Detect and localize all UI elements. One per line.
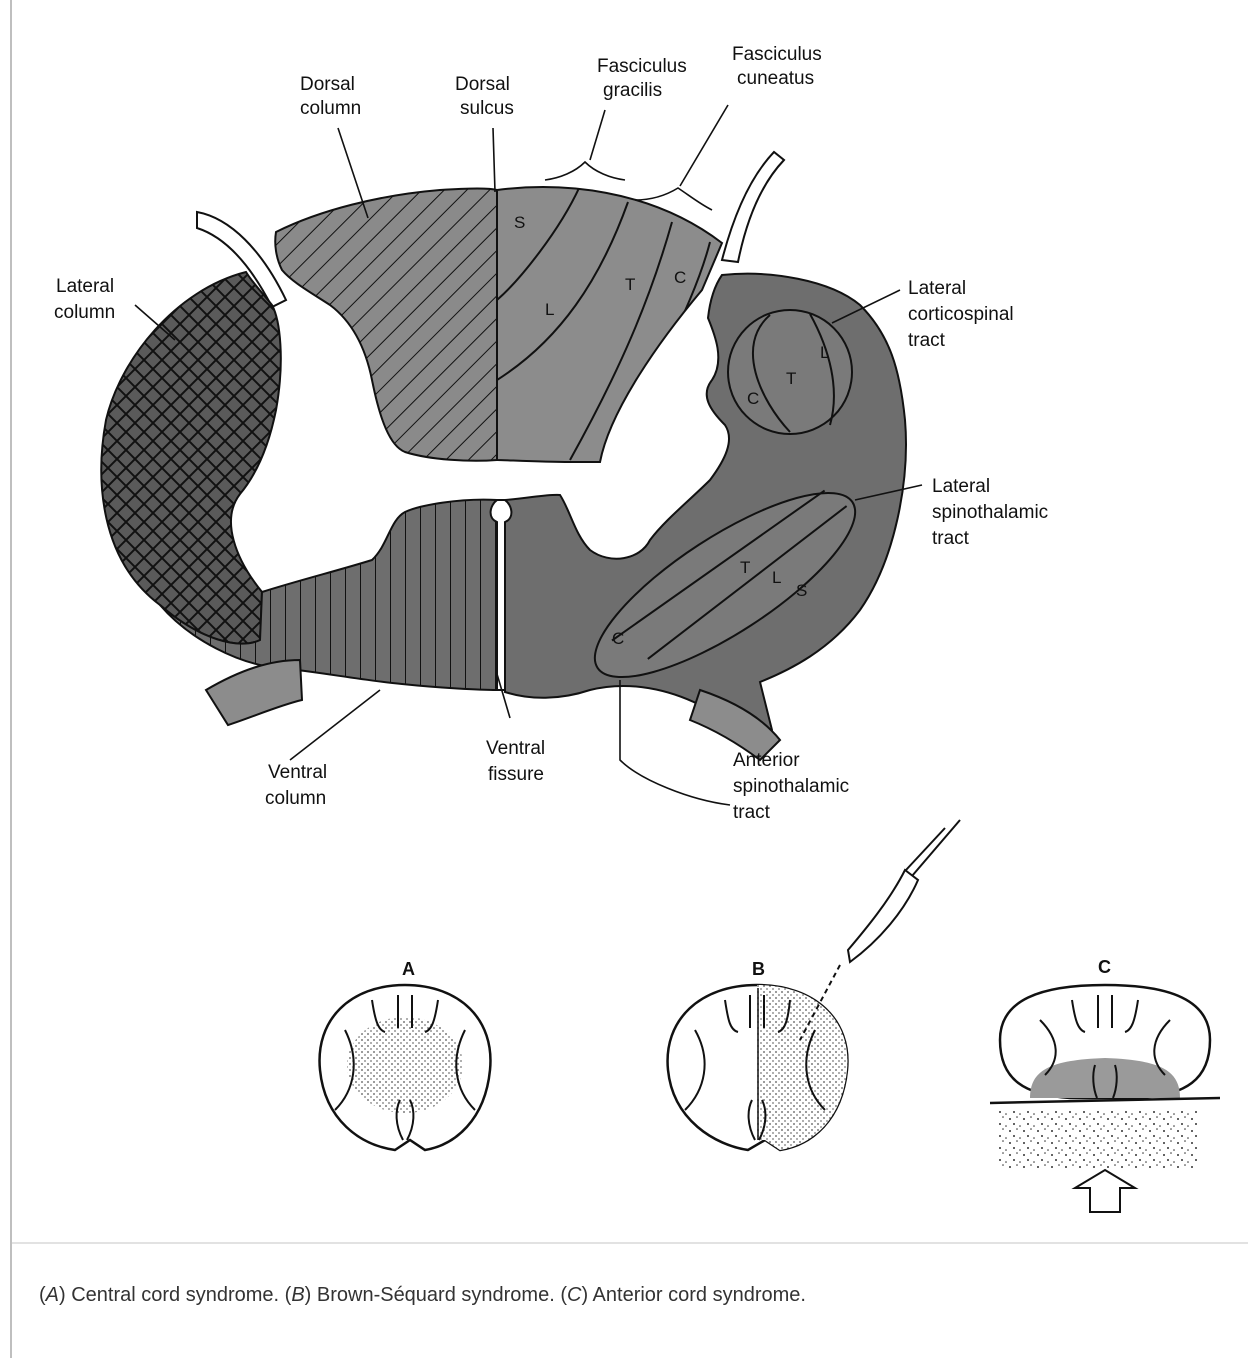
dorsal-segment-c: C — [674, 268, 686, 287]
dorsal-sulcus-label-line1: Dorsal — [455, 74, 510, 95]
spinothalamic-segment-t: T — [740, 558, 750, 577]
panel-b-letter: B — [752, 959, 765, 979]
fasciculus-cuneatus-label-line1: Fasciculus — [732, 44, 822, 65]
right-dorsal-root — [722, 152, 784, 262]
dorsal-sulcus-label: Dorsal sulcus — [455, 74, 514, 119]
dorsal-segment-l: L — [545, 300, 554, 319]
spinothalamic-segment-l: L — [772, 568, 781, 587]
ventral-column-label: Ventral column — [265, 762, 327, 809]
figure-area: Dorsal column Dorsal sulcus Fasciculus g… — [12, 0, 1248, 1240]
figure-caption: (A) Central cord syndrome. (B) Brown-Séq… — [39, 1284, 806, 1307]
lateral-column-label: Lateral column — [54, 276, 115, 323]
lateral-column-label-line1: Lateral — [56, 276, 114, 297]
caption-letter-a: A — [46, 1284, 59, 1306]
caption-text-a: ) Central cord syndrome. ( — [59, 1284, 291, 1306]
ventral-fissure-label-line1: Ventral — [486, 738, 545, 759]
lateral-spinothalamic-tract-label: Lateral spinothalamic tract — [932, 476, 1048, 549]
caption-separator — [12, 1242, 1248, 1244]
anterior-spinothalamic-tract-label: Anterior spinothalamic tract — [733, 750, 849, 823]
corticospinal-segment-l: L — [820, 343, 829, 362]
fasciculus-gracilis-label-line1: Fasciculus — [597, 56, 687, 77]
dorsal-segment-s: S — [514, 213, 525, 232]
lateral-column-label-line2: column — [54, 302, 115, 323]
anterior-spinothalamic-label-line1: Anterior — [733, 750, 800, 771]
caption-text-c: ) Anterior cord syndrome. — [581, 1284, 806, 1306]
spinal-cord-diagram: Dorsal column Dorsal sulcus Fasciculus g… — [12, 0, 1248, 1240]
lateral-spinothalamic-label-line1: Lateral — [932, 476, 990, 497]
anterior-spinothalamic-label-line2: spinothalamic — [733, 776, 849, 797]
dorsal-column-label: Dorsal column — [300, 74, 361, 119]
lateral-corticospinal-label-line2: corticospinal — [908, 304, 1014, 325]
lateral-spinothalamic-label-line2: spinothalamic — [932, 502, 1048, 523]
left-ventral-root — [206, 660, 302, 725]
ventral-column-label-line1: Ventral — [268, 762, 327, 783]
panel-c: C — [990, 957, 1220, 1212]
dorsal-column-region — [275, 189, 497, 461]
lateral-spinothalamic-label-line3: tract — [932, 528, 970, 549]
panel-c-letter: C — [1098, 957, 1111, 977]
fasciculus-gracilis-label: Fasciculus gracilis — [597, 56, 687, 101]
corticospinal-segment-t: T — [786, 369, 796, 388]
spinothalamic-segment-c: C — [612, 629, 624, 648]
ventral-fissure-label: Ventral fissure — [486, 738, 545, 785]
ventral-fissure-label-line2: fissure — [488, 764, 544, 785]
caption-letter-c: C — [567, 1284, 581, 1306]
fasciculus-cuneatus-label-line2: cuneatus — [737, 68, 814, 89]
dorsal-segment-t: T — [625, 275, 635, 294]
panel-a-letter: A — [402, 959, 415, 979]
panel-b: B — [668, 820, 960, 1150]
lateral-corticospinal-label-line3: tract — [908, 330, 946, 351]
spinothalamic-segment-s: S — [796, 581, 807, 600]
corticospinal-segment-c: C — [747, 389, 759, 408]
lateral-corticospinal-label-line1: Lateral — [908, 278, 966, 299]
lateral-corticospinal-tract-label: Lateral corticospinal tract — [908, 278, 1014, 351]
fasciculus-region — [497, 187, 722, 462]
ventral-column-label-line2: column — [265, 788, 326, 809]
dorsal-column-label-line1: Dorsal — [300, 74, 355, 95]
caption-letter-b: B — [291, 1284, 304, 1306]
anterior-spinothalamic-label-line3: tract — [733, 802, 771, 823]
caption-text-b: ) Brown-Séquard syndrome. ( — [305, 1284, 567, 1306]
panel-a: A — [320, 959, 491, 1150]
fasciculus-gracilis-label-line2: gracilis — [603, 80, 662, 101]
up-arrow-icon — [1075, 1170, 1135, 1212]
dorsal-sulcus-label-line2: sulcus — [460, 98, 514, 119]
fasciculus-cuneatus-label: Fasciculus cuneatus — [732, 44, 822, 89]
scalpel-blade-icon — [848, 870, 918, 962]
dorsal-column-label-line2: column — [300, 98, 361, 119]
lateral-column-region — [101, 272, 280, 644]
